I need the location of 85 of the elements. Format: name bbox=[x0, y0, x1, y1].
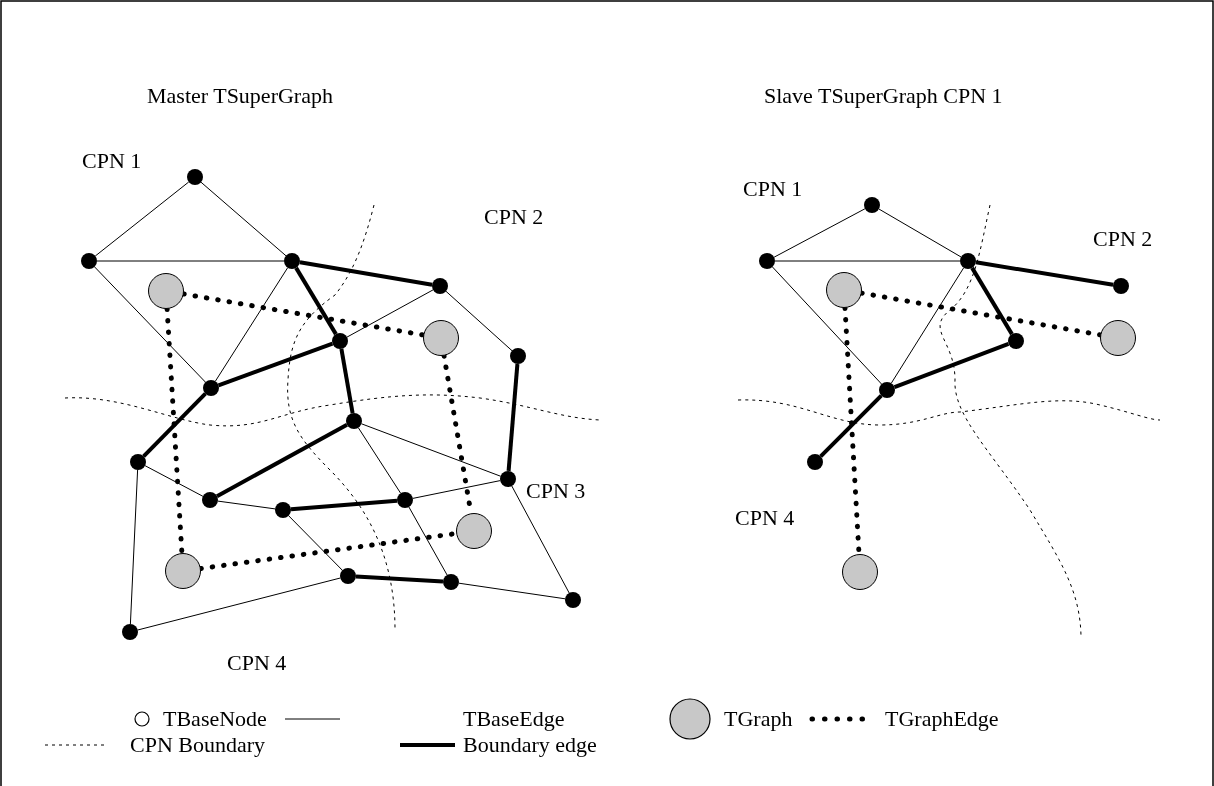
base-node-dot bbox=[864, 197, 880, 213]
graph-edge-line bbox=[164, 306, 185, 556]
base-node-dot bbox=[397, 492, 413, 508]
base-node-dot bbox=[879, 382, 895, 398]
boundary-edge-line bbox=[294, 266, 338, 336]
base-node-dot bbox=[1113, 278, 1129, 294]
boundary-edge-line bbox=[217, 341, 334, 388]
base-edge-line bbox=[214, 267, 289, 382]
base-edge-line bbox=[445, 290, 513, 352]
base-node-dot bbox=[203, 380, 219, 396]
base-node-dot bbox=[346, 413, 362, 429]
base-edge-line bbox=[412, 480, 501, 499]
boundary-edge-line bbox=[290, 498, 398, 512]
boundary-edge-line bbox=[216, 423, 348, 498]
legend-label: TGraph bbox=[724, 708, 793, 730]
base-node-dot bbox=[807, 454, 823, 470]
graph-circle bbox=[423, 320, 459, 356]
base-node-dot bbox=[565, 592, 581, 608]
graph-circle bbox=[1100, 320, 1136, 356]
boundary-edge-line bbox=[819, 394, 883, 458]
boundary-edge-line bbox=[142, 392, 207, 458]
region-label: CPN 1 bbox=[82, 150, 142, 172]
base-node-dot bbox=[960, 253, 976, 269]
graph-title: Slave TSuperGraph CPN 1 bbox=[764, 85, 1003, 107]
base-edge-line bbox=[94, 266, 206, 383]
region-label: CPN 4 bbox=[735, 507, 795, 529]
base-edge-line bbox=[890, 267, 965, 384]
base-edge-line bbox=[217, 500, 276, 510]
base-node-dot bbox=[81, 253, 97, 269]
boundary-edge-line bbox=[355, 574, 444, 584]
base-node-dot bbox=[284, 253, 300, 269]
base-edge-line bbox=[346, 289, 434, 338]
base-node-dot bbox=[187, 169, 203, 185]
graph-circle bbox=[148, 273, 184, 309]
base-edge-line bbox=[96, 260, 285, 262]
base-edge-line bbox=[129, 469, 139, 625]
base-edge-line bbox=[774, 260, 961, 262]
graph-circle bbox=[826, 272, 862, 308]
base-node-dot bbox=[759, 253, 775, 269]
graph-circle bbox=[456, 513, 492, 549]
graph-circle bbox=[165, 553, 201, 589]
graph-title: Master TSuperGraph bbox=[147, 85, 333, 107]
base-edge-line bbox=[511, 485, 570, 594]
base-node-dot bbox=[130, 454, 146, 470]
base-edge-line bbox=[771, 266, 883, 385]
base-node-dot bbox=[500, 471, 516, 487]
boundary-edge-line bbox=[339, 348, 355, 414]
graph-edge-line bbox=[859, 290, 1103, 338]
base-node-dot bbox=[275, 502, 291, 518]
base-node-dot bbox=[510, 348, 526, 364]
legend-label: TBaseEdge bbox=[463, 708, 565, 730]
legend-label: TBaseNode bbox=[163, 708, 267, 730]
base-edge-line bbox=[357, 427, 402, 494]
region-label: CPN 2 bbox=[1093, 228, 1153, 250]
base-edge-line bbox=[878, 208, 962, 258]
region-label: CPN 2 bbox=[484, 206, 544, 228]
base-node-dot bbox=[122, 624, 138, 640]
base-node-dot bbox=[332, 333, 348, 349]
base-edge-line bbox=[144, 465, 204, 497]
region-label: CPN 4 bbox=[227, 652, 287, 674]
base-edge-line bbox=[361, 423, 501, 477]
region-label: CPN 3 bbox=[526, 480, 586, 502]
base-edge-line bbox=[408, 506, 448, 576]
base-edge-line bbox=[773, 208, 866, 258]
boundary-edge-line bbox=[970, 266, 1014, 336]
legend-label: Boundary edge bbox=[463, 734, 597, 756]
legend-label: TGraphEdge bbox=[885, 708, 999, 730]
base-edge-line bbox=[458, 582, 566, 600]
base-edge-line bbox=[137, 577, 341, 631]
base-node-dot bbox=[1008, 333, 1024, 349]
base-edge-line bbox=[288, 515, 343, 571]
base-node-dot bbox=[202, 492, 218, 508]
graph-circle bbox=[842, 554, 878, 590]
base-node-dot bbox=[340, 568, 356, 584]
region-label: CPN 1 bbox=[743, 178, 803, 200]
base-node-dot bbox=[443, 574, 459, 590]
boundary-edge-line bbox=[506, 363, 520, 472]
boundary-edge-line bbox=[975, 260, 1114, 287]
boundary-edge-line bbox=[299, 260, 433, 287]
base-node-dot bbox=[432, 278, 448, 294]
legend-label: CPN Boundary bbox=[130, 734, 266, 756]
graph-edge-line bbox=[181, 291, 426, 338]
base-edge-line bbox=[94, 181, 190, 257]
boundary-edge-line bbox=[893, 341, 1010, 390]
base-edge-line bbox=[200, 181, 287, 257]
